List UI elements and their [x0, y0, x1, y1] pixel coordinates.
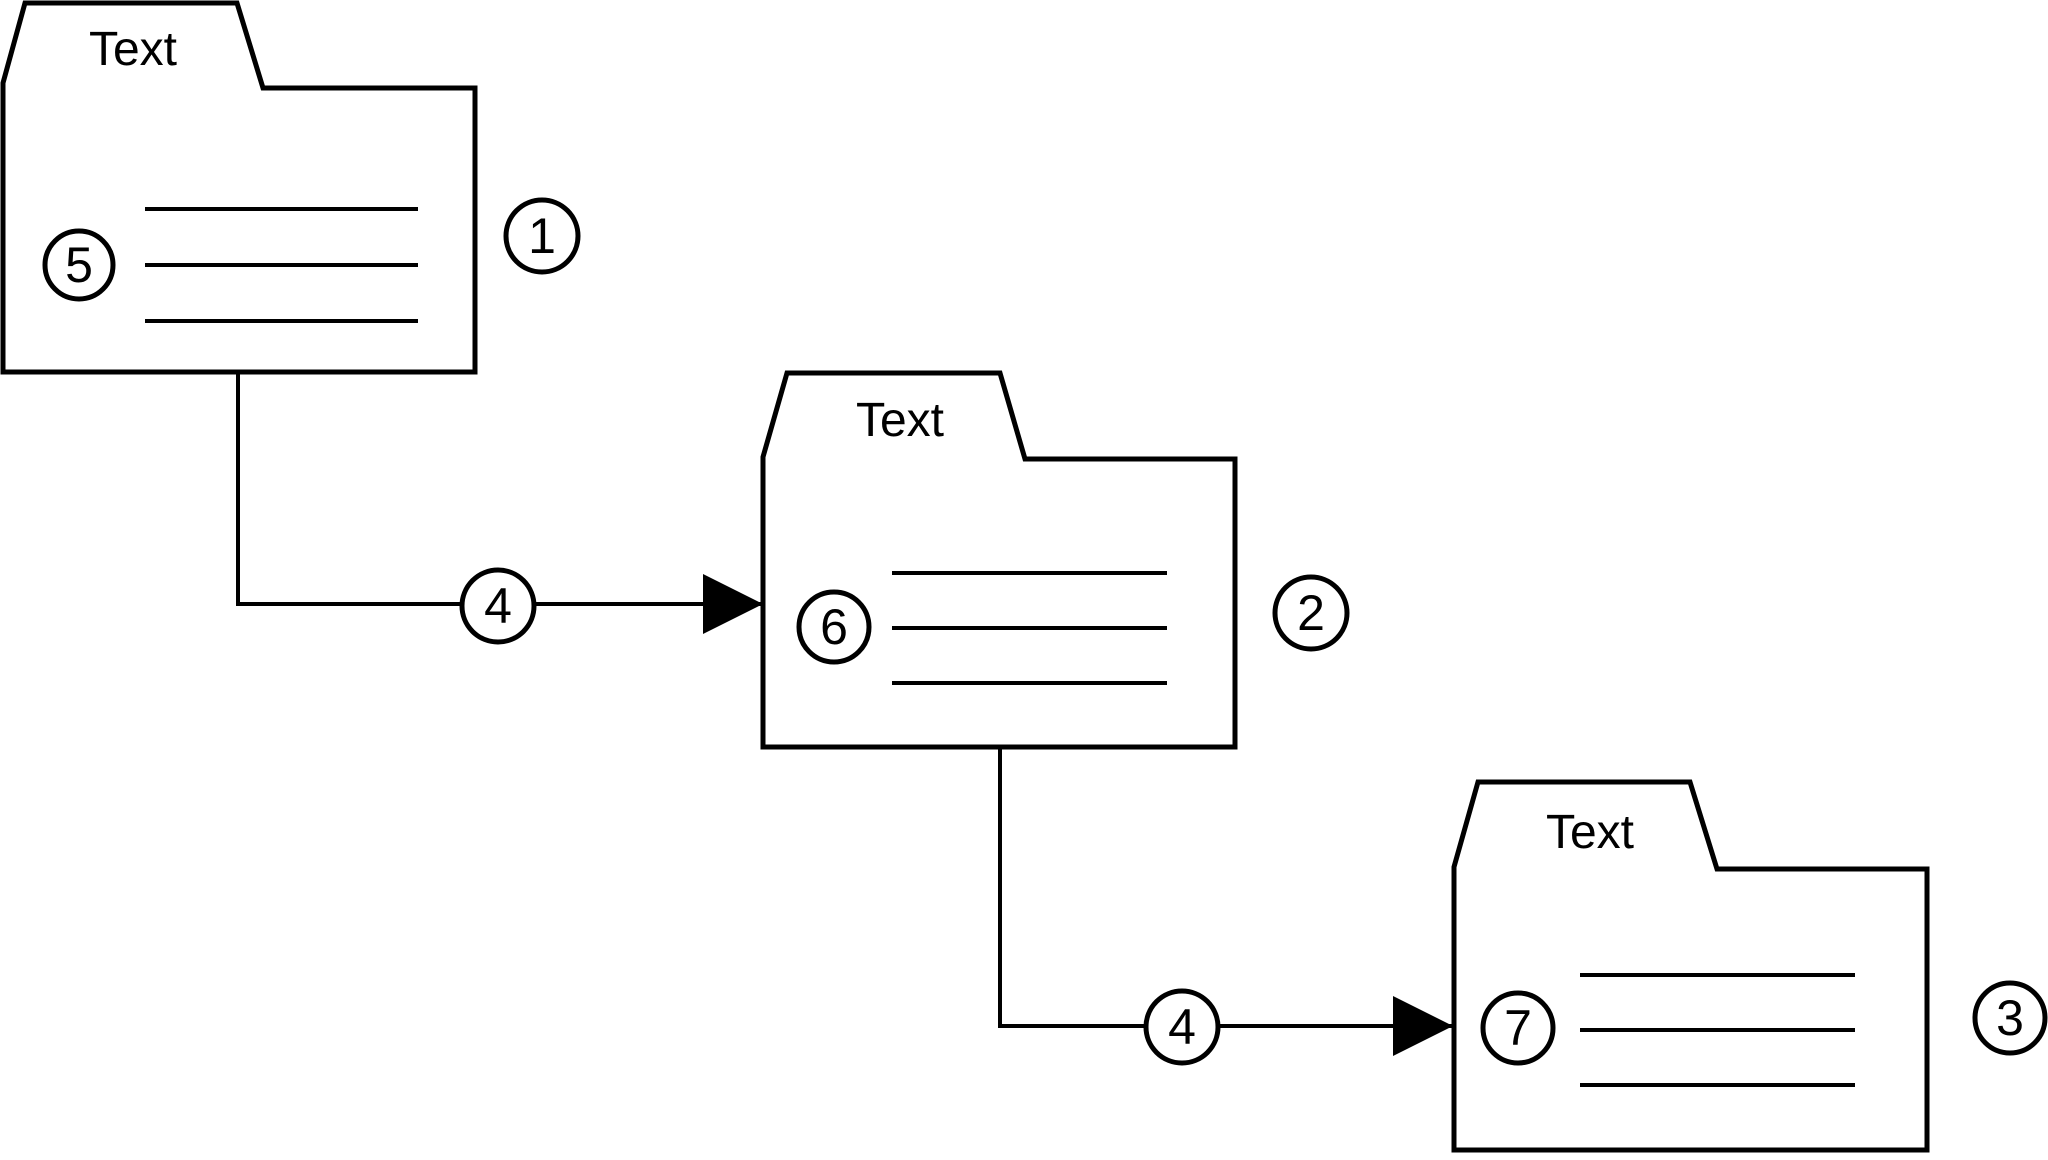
folder-1-outer-badge-circle [503, 197, 581, 275]
connector-1-2-arrowhead-icon [703, 574, 763, 634]
folder-2-inner-badge-circle [796, 589, 872, 665]
connector-2-3-badge: 4 [1168, 999, 1196, 1055]
connector-1-2: 4 [236, 372, 763, 645]
folder-3-outer-badge: 3 [1996, 990, 2024, 1046]
folder-1-tab-label: Text [89, 23, 177, 76]
connector-2-3-path [998, 747, 1453, 1028]
folder-3-inner-badge-circle [1480, 990, 1556, 1066]
folder-3: Text 7 3 [1451, 779, 2048, 1153]
connector-2-3: 4 [998, 747, 1453, 1066]
folder-2-outer-badge: 2 [1297, 585, 1325, 641]
folder-1-outer-badge: 1 [528, 208, 556, 264]
folder-3-outline [1451, 779, 1930, 1153]
connector-1-2-badge-circle [459, 567, 537, 645]
folder-3-tab-label: Text [1546, 806, 1634, 859]
folder-2-outer-badge-circle [1272, 574, 1350, 652]
folder-2: Text 6 2 [760, 370, 1350, 750]
connector-2-3-badge-circle [1143, 988, 1221, 1066]
folder-1-inner-badge: 5 [65, 237, 93, 293]
folder-1: Text 5 1 [0, 0, 581, 375]
folder-3-outer-badge-circle [1972, 980, 2048, 1056]
folder-2-tab-label: Text [856, 394, 944, 447]
folder-1-inner-badge-circle [42, 228, 116, 302]
connector-1-2-badge: 4 [484, 578, 512, 634]
connector-1-2-path [236, 372, 763, 606]
connector-2-3-arrowhead-icon [1393, 996, 1453, 1056]
folder-3-inner-badge: 7 [1504, 1000, 1532, 1056]
folder-2-outline [760, 370, 1238, 750]
folder-1-outline [0, 0, 478, 375]
folder-2-inner-badge: 6 [820, 599, 848, 655]
